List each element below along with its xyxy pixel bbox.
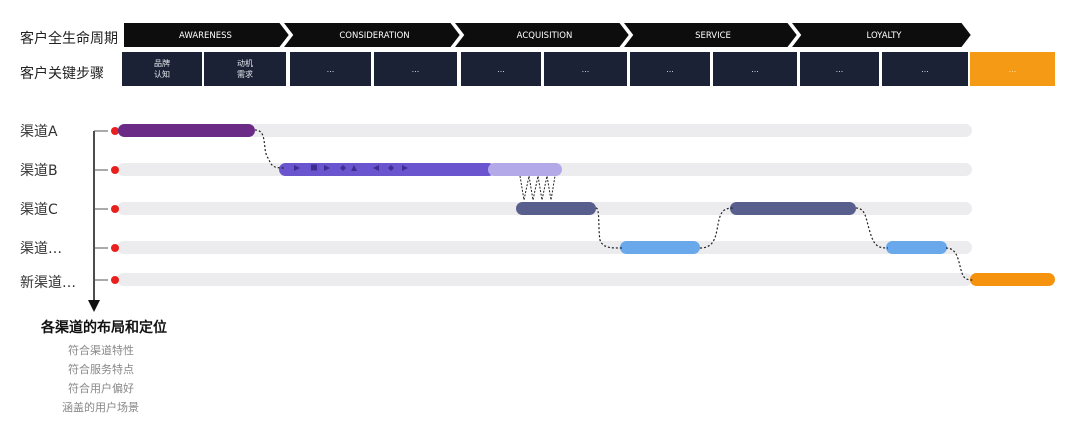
stage-chevron (279, 21, 463, 49)
stage-chevron (450, 21, 632, 49)
channel-track (117, 124, 972, 137)
new-channel-segment (970, 273, 1055, 286)
channel-x-segment (620, 241, 700, 254)
channel-c-segment (730, 202, 856, 215)
channel-x-segment (886, 241, 947, 254)
channel-start-dot (111, 126, 119, 135)
note-item: 符合用户偏好 (68, 382, 134, 395)
channel-label: 渠道B (20, 163, 58, 179)
note-item: 涵盖的用户场景 (62, 401, 139, 414)
key-step: 动机 需求 (204, 52, 286, 86)
key-step: 品牌 认知 (122, 52, 202, 86)
channel-track (117, 241, 972, 254)
key-step: ... (290, 52, 371, 86)
stage-label: CONSIDERATION (339, 31, 409, 41)
key-step: ... (374, 52, 457, 86)
channel-c-segment (516, 202, 596, 215)
stage-label: AWARENESS (179, 31, 232, 41)
key-step: ... (544, 52, 627, 86)
connector-b-c-zigzag (519, 175, 556, 201)
channel-start-dot (111, 204, 119, 213)
key-steps-label: 客户关键步骤 (20, 66, 104, 82)
stage-label: ACQUISITION (517, 31, 573, 41)
key-step: ... (882, 52, 968, 86)
stage-label: LOYALTY (867, 31, 903, 41)
lifecycle-label: 客户全生命周期 (20, 31, 118, 47)
stage-chevron (619, 21, 800, 49)
key-step: ... (800, 52, 879, 86)
channel-b-segment (279, 163, 495, 176)
key-step: ... (713, 52, 797, 86)
stage-chevron (787, 21, 974, 49)
notes-title: 各渠道的布局和定位 (41, 320, 167, 336)
stage-chevron (122, 21, 292, 49)
channel-b-light-segment (488, 163, 562, 176)
channel-label: 渠道A (20, 124, 58, 140)
channel-start-dot (111, 165, 119, 174)
channel-label: 渠道C (20, 202, 58, 218)
channel-start-dot (111, 275, 119, 284)
channel-track (117, 273, 972, 286)
channel-start-dot (111, 243, 119, 252)
stage-label: SERVICE (695, 31, 731, 41)
key-step: ... (630, 52, 710, 86)
lifecycle-stage-band: AWARENESS CONSIDERATION ACQUISITION SERVICE… (122, 21, 974, 49)
key-step: ... (461, 52, 541, 86)
channel-label: 新渠道… (20, 275, 76, 291)
note-item: 符合渠道特性 (68, 344, 134, 357)
key-step-new: ... (970, 52, 1055, 86)
channel-label: 渠道… (20, 241, 62, 257)
note-item: 符合服务特点 (68, 363, 134, 376)
channel-a-segment (118, 124, 255, 137)
